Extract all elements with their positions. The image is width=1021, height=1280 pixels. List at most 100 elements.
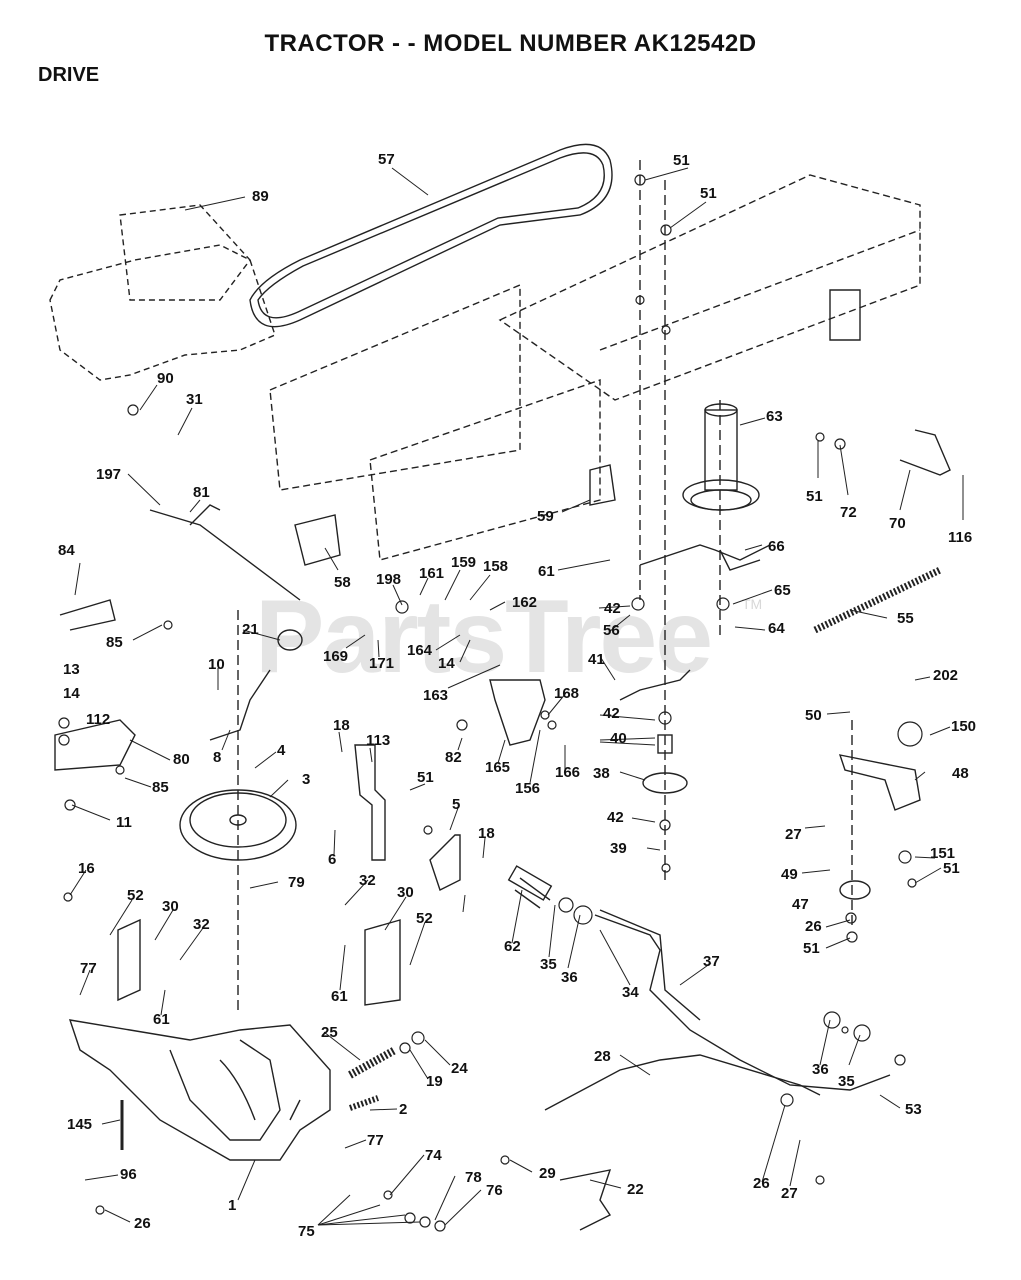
- callout: 48: [952, 765, 969, 782]
- callout: 90: [157, 370, 174, 387]
- callout: 116: [948, 529, 973, 546]
- callout: 47: [792, 896, 809, 913]
- callout: 21: [242, 621, 259, 638]
- plate-30-left: [117, 918, 141, 1002]
- callout: 161: [419, 565, 445, 582]
- callout: 163: [423, 687, 449, 704]
- callout: 51: [700, 185, 717, 202]
- callout: 59: [537, 508, 554, 525]
- section-heading: DRIVE: [38, 64, 100, 86]
- callout: 18: [333, 717, 350, 734]
- callout: 61: [331, 988, 348, 1005]
- callout: 51: [673, 152, 690, 169]
- spring-55: [813, 566, 942, 634]
- callout: 58: [334, 574, 351, 591]
- drive-belt: [249, 143, 613, 328]
- clip-59: [589, 464, 616, 506]
- callout: 28: [594, 1048, 611, 1065]
- rear-frame: [49, 244, 276, 381]
- spring-2: [348, 1095, 380, 1111]
- callout: 84: [58, 542, 75, 559]
- callout: 26: [805, 918, 822, 935]
- callout: 145: [67, 1116, 93, 1133]
- callout: 96: [120, 1166, 137, 1183]
- callout: 24: [451, 1060, 468, 1077]
- callout: 25: [321, 1024, 338, 1041]
- clip-70: [899, 429, 951, 476]
- callout: 5: [452, 796, 461, 813]
- callout: 164: [407, 642, 433, 659]
- callout: 26: [753, 1175, 770, 1192]
- callout: 63: [766, 408, 783, 425]
- callout: 42: [604, 600, 621, 617]
- callout: 50: [805, 707, 822, 724]
- callout: 57: [378, 151, 395, 168]
- frame-rail-right: [369, 379, 601, 561]
- pulley-38: [642, 772, 688, 794]
- spring-25: [348, 1046, 397, 1079]
- bracket-113: [354, 744, 386, 861]
- bracket-165: [489, 679, 546, 746]
- callout: 39: [610, 840, 627, 857]
- callout: 158: [483, 558, 509, 575]
- callout: 166: [555, 764, 581, 781]
- callout: 22: [627, 1181, 644, 1198]
- callout: 36: [812, 1061, 829, 1078]
- bracket-80: [54, 719, 136, 771]
- callout: 42: [603, 705, 620, 722]
- callout: 40: [610, 730, 627, 747]
- watermark-trademark: TM: [742, 596, 763, 612]
- pulley-47: [839, 880, 871, 900]
- callout: 85: [152, 779, 169, 796]
- callout: 1: [228, 1197, 237, 1214]
- callout: 52: [127, 887, 144, 904]
- callout: 64: [768, 620, 785, 637]
- callout: 65: [774, 582, 791, 599]
- callout: 72: [840, 504, 857, 521]
- callout: 77: [367, 1132, 384, 1149]
- callout: 26: [134, 1215, 151, 1232]
- callout: 30: [162, 898, 179, 915]
- callout: 6: [328, 851, 337, 868]
- callout: 31: [186, 391, 203, 408]
- callout: 14: [63, 685, 80, 702]
- shift-rod: [594, 914, 891, 1091]
- callout: 41: [588, 651, 605, 668]
- callout: 51: [803, 940, 820, 957]
- callout: 70: [889, 515, 906, 532]
- transaxle: [68, 1019, 331, 1161]
- callout: 51: [417, 769, 434, 786]
- callout: 36: [561, 969, 578, 986]
- callout: 202: [933, 667, 959, 684]
- rod-66: [639, 544, 771, 566]
- callout: 35: [540, 956, 557, 973]
- callout: 61: [153, 1011, 170, 1028]
- callout: 61: [538, 563, 555, 580]
- callout: 38: [593, 765, 610, 782]
- callout: 85: [106, 634, 123, 651]
- callout: 113: [366, 732, 391, 749]
- callout: 76: [486, 1182, 503, 1199]
- bracket-5: [429, 834, 461, 891]
- callout: 165: [485, 759, 511, 776]
- callout: 151: [930, 845, 956, 862]
- callout: 150: [951, 718, 977, 735]
- callout: 159: [451, 554, 477, 571]
- callout: 34: [622, 984, 639, 1001]
- callout: 198: [376, 571, 402, 588]
- callout: 197: [96, 466, 122, 483]
- callout: 56: [603, 622, 620, 639]
- callout: 162: [512, 594, 538, 611]
- callout: 52: [416, 910, 433, 927]
- callout: 66: [768, 538, 785, 555]
- callout: 29: [539, 1165, 556, 1182]
- callout: 79: [288, 874, 305, 891]
- callout: 49: [781, 866, 798, 883]
- callout: 53: [905, 1101, 922, 1118]
- callout: 27: [785, 826, 802, 843]
- frame-plate-89: [119, 204, 251, 301]
- callout: 2: [399, 1101, 408, 1118]
- callout: 156: [515, 780, 541, 797]
- callout: 80: [173, 751, 190, 768]
